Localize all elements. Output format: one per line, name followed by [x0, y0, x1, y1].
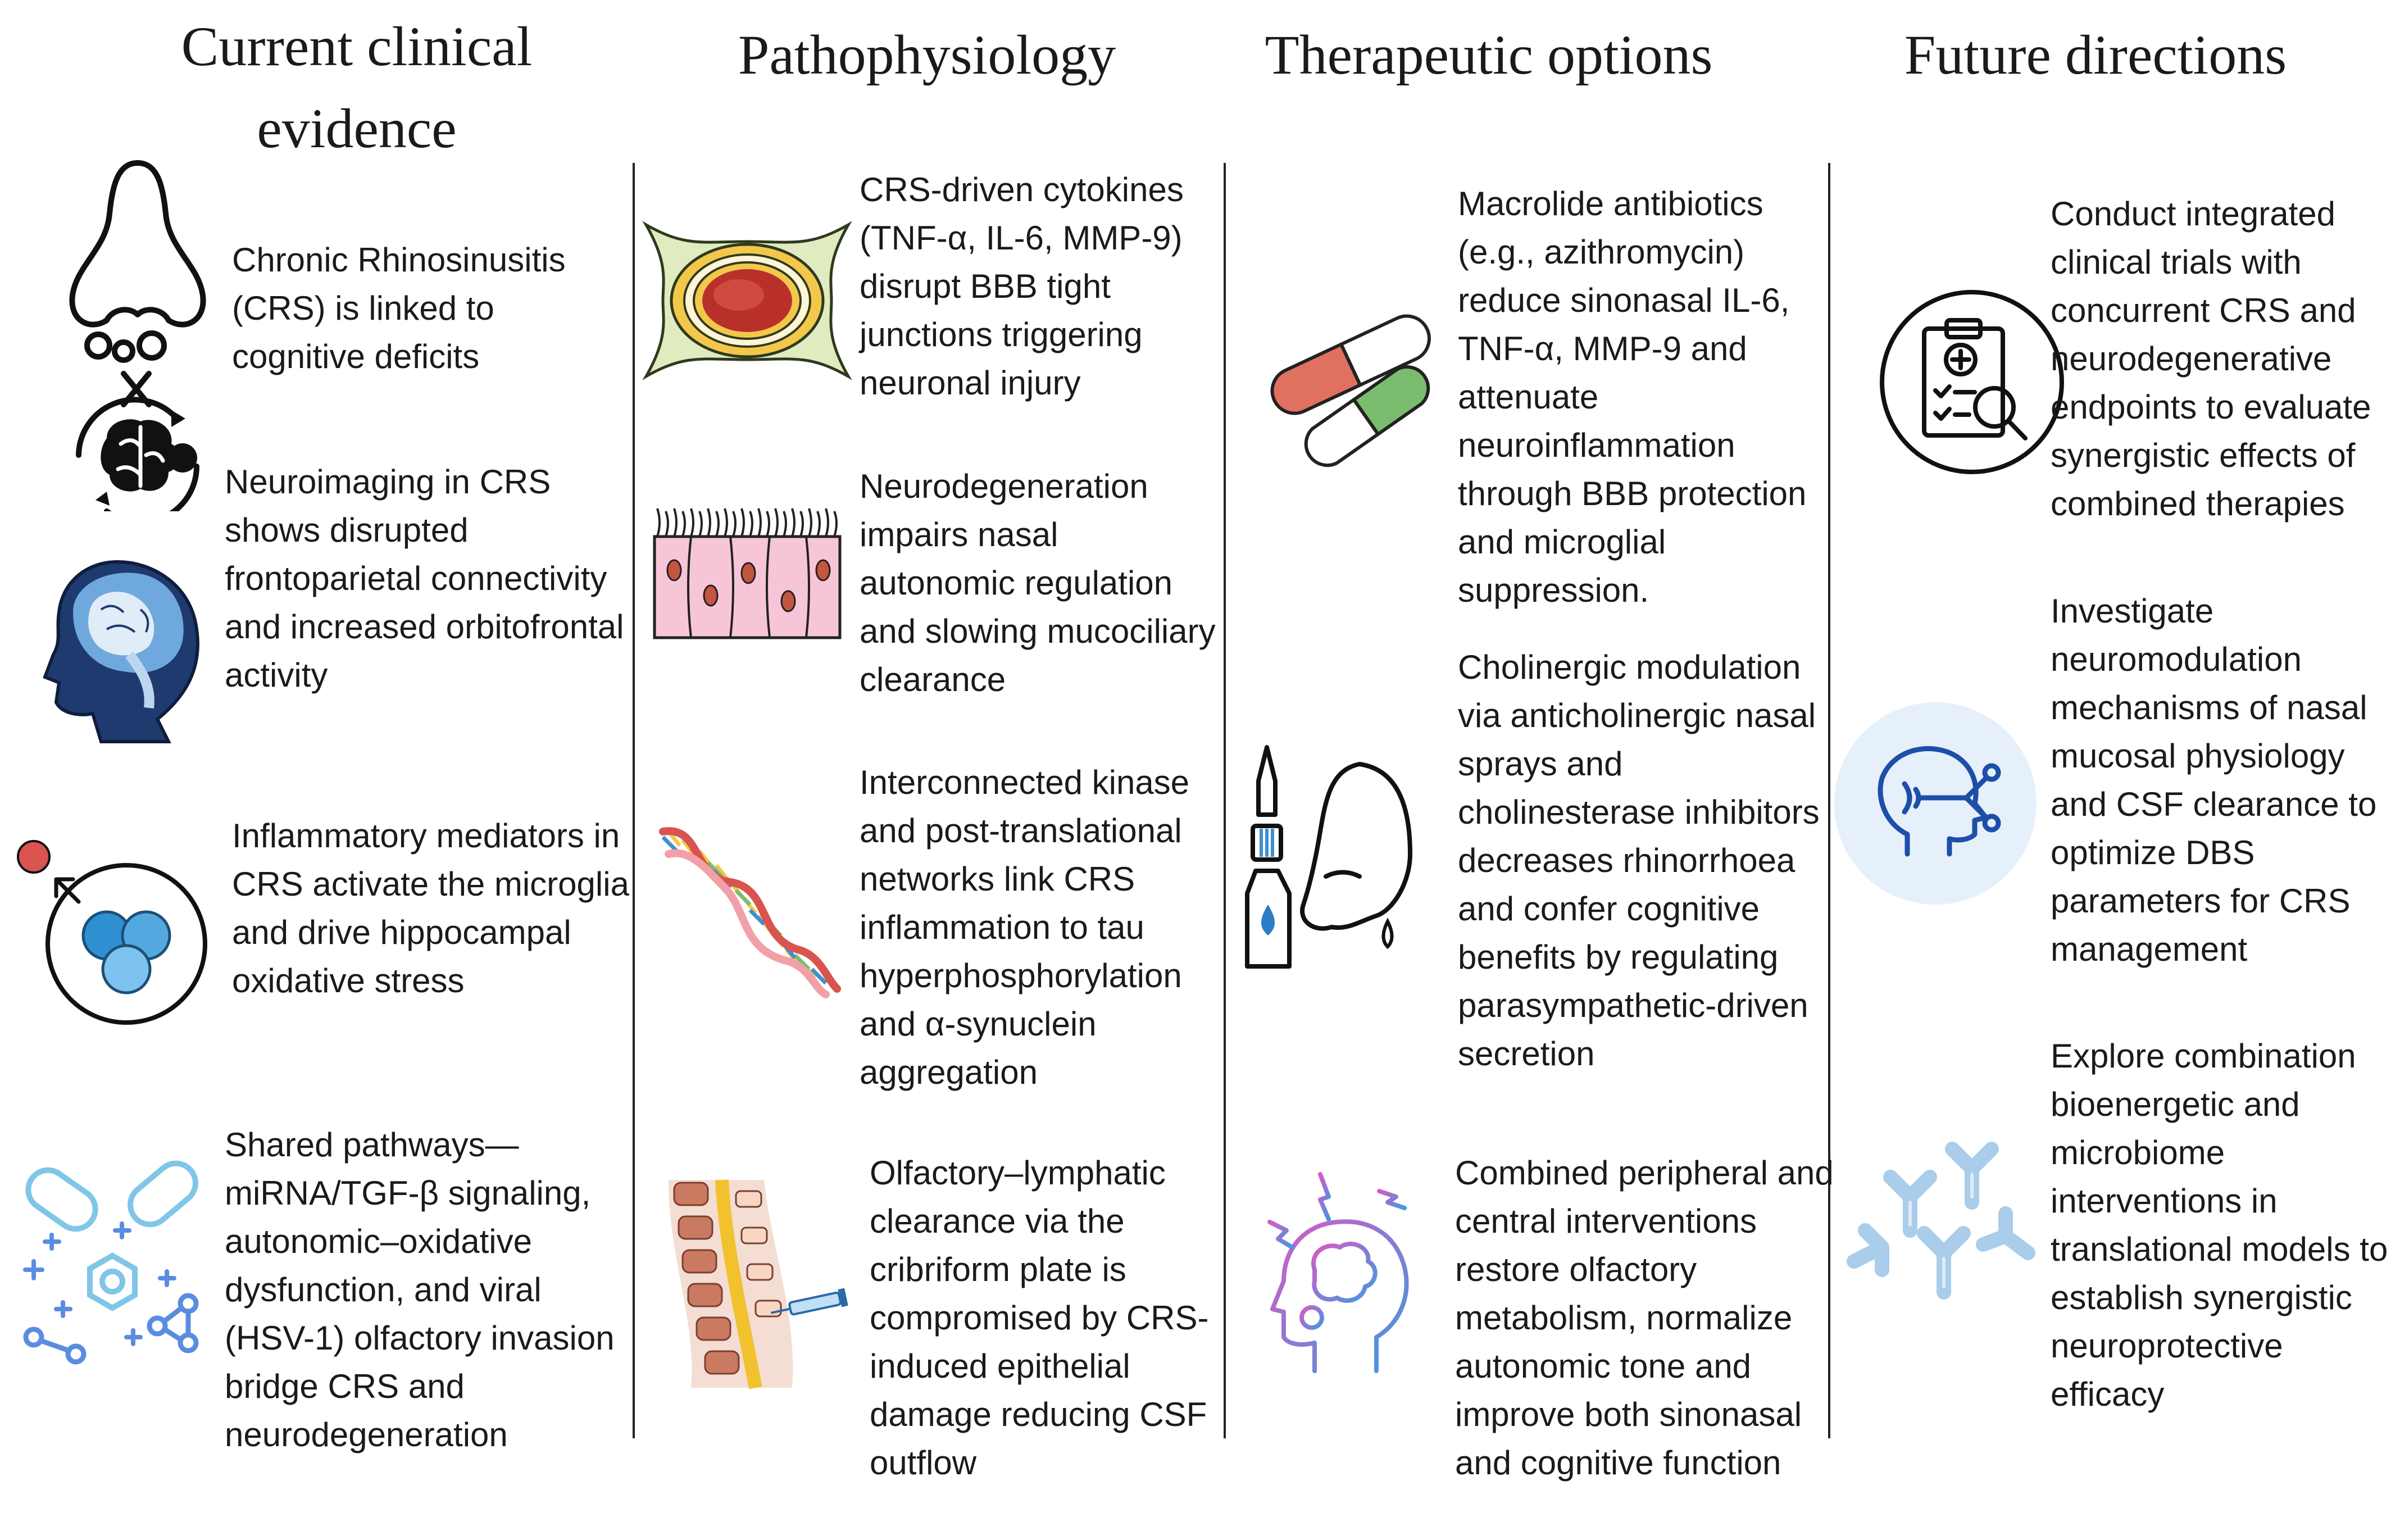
- blood-vessel-icon: [640, 219, 854, 382]
- text-explore-combination: Explore combination bioenergetic and mic…: [2051, 1037, 2388, 1413]
- antibodies-icon: [1831, 1124, 2045, 1337]
- clinical-trial-icon: [1876, 287, 2067, 478]
- neuromodulation-head-icon: [1831, 699, 2039, 907]
- column-divider: [1828, 163, 1830, 1438]
- text-combined-interventions: Combined peripheral and central interven…: [1455, 1154, 1834, 1482]
- ciliated-epithelium-icon: [652, 506, 843, 640]
- dna-helix-icon: [657, 820, 843, 1000]
- text-olfactory-lymphatic: Olfactory–lymphatic clearance via the cr…: [870, 1154, 1209, 1482]
- molecules-pathways-icon: [14, 1157, 208, 1371]
- text-crs-driven-cytokines: CRS-driven cytokines (TNF-α, IL-6, MMP-9…: [860, 171, 1184, 402]
- text-macrolide-antibiotics: Macrolide antibiotics (e.g., azithromyci…: [1458, 185, 1807, 609]
- microglia-cells-icon: [14, 837, 208, 1034]
- text-integrated-clinical-trials: Conduct integrated clinical trials with …: [2051, 195, 2371, 523]
- brain-head-icon: [1258, 1169, 1421, 1382]
- heading-therapeutic-options: Therapeutic options: [1265, 24, 1713, 86]
- text-cholinergic-modulation: Cholinergic modulation via anticholinerg…: [1458, 648, 1820, 1073]
- text-investigate-neuromodulation: Investigate neuromodulation mechanisms o…: [2051, 592, 2377, 968]
- head-mri-icon: [39, 556, 208, 753]
- nose-and-brain-icon: [56, 152, 219, 511]
- text-neuroimaging: Neuroimaging in CRS shows disrupted fron…: [225, 463, 624, 694]
- nasal-spray-icon: [1242, 742, 1433, 978]
- column-divider: [633, 163, 635, 1438]
- column-divider: [1224, 163, 1226, 1438]
- text-shared-pathways: Shared pathways—miRNA/TGF-β signaling, a…: [225, 1126, 615, 1453]
- heading-current-clinical-evidence: Current clinical evidence: [181, 15, 533, 160]
- heading-future-directions: Future directions: [1904, 24, 2287, 86]
- heading-pathophysiology: Pathophysiology: [738, 24, 1116, 86]
- capsule-pills-icon: [1264, 292, 1433, 472]
- text-inflammatory-mediators: Inflammatory mediators in CRS activate t…: [232, 817, 629, 1000]
- text-crs-cognitive-deficits: Chronic Rhinosinusitis (CRS) is linked t…: [232, 241, 566, 375]
- text-interconnected-kinase: Interconnected kinase and post-translati…: [860, 764, 1190, 1091]
- spine-injection-icon: [657, 1174, 860, 1393]
- text-neurodegeneration-nasal: Neurodegeneration impairs nasal autonomi…: [860, 467, 1216, 698]
